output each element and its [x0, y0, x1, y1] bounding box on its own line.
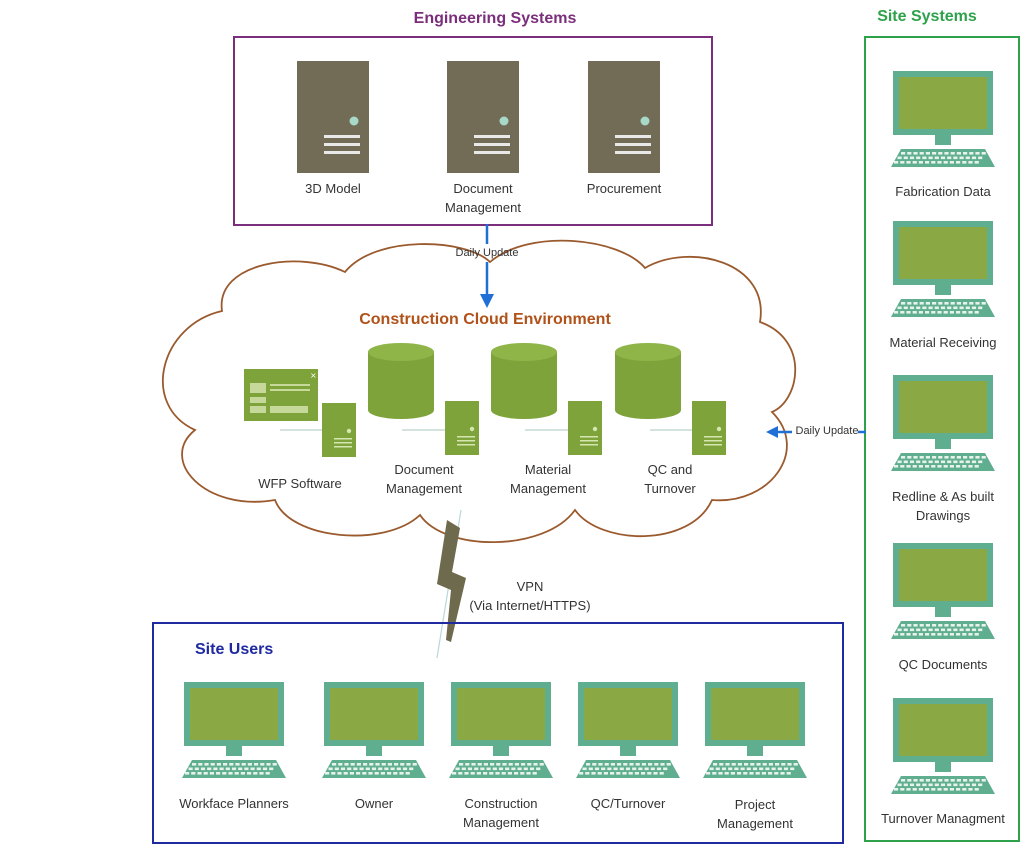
- svg-text:×: ×: [310, 371, 317, 380]
- monitor-icon-site-user: [449, 682, 553, 778]
- site-system-label-line1: Fabrication Data: [895, 184, 991, 199]
- engineering-systems-title: Engineering Systems: [413, 10, 577, 27]
- site-system-label-line1: Material Receiving: [889, 335, 997, 350]
- cloud-item-label-line1: Material: [524, 462, 572, 477]
- site-user-label-line1: QC/Turnover: [590, 796, 666, 811]
- site-user-label-line1: Workface Planners: [179, 796, 289, 811]
- monitor-icon-site-user: [182, 682, 286, 778]
- monitor-icon-site-system: [891, 698, 995, 794]
- database-icon-document: [368, 343, 434, 419]
- monitor-icon-site-system: [891, 71, 995, 167]
- cloud-item-label: Document Management: [364, 460, 484, 498]
- site-user-label: Owner: [309, 794, 439, 813]
- cloud-item-label-line2: Turnover: [644, 481, 696, 496]
- cloud-title: Construction Cloud Environment: [359, 311, 611, 328]
- daily-update-label-right: Daily Update: [795, 425, 859, 437]
- daily-update-label-top: Daily Update: [455, 247, 519, 259]
- site-user-label-line1: Construction: [464, 796, 538, 811]
- database-icon-material: [491, 343, 557, 419]
- site-user-label: Workface Planners: [169, 794, 299, 813]
- small-server-icon: [692, 401, 726, 455]
- cloud-item-label-line1: WFP Software: [258, 476, 342, 491]
- server-icon-procurement: [588, 61, 660, 173]
- site-system-label-line1: Redline & As built: [892, 489, 994, 504]
- engineering-item-label: Document Management: [423, 179, 543, 217]
- engineering-systems-box: [233, 36, 713, 226]
- site-system-label-line1: QC Documents: [898, 657, 988, 672]
- small-server-icon: [445, 401, 479, 455]
- site-users-box: [152, 622, 844, 844]
- small-server-icon: [322, 403, 356, 457]
- cloud-item-label-line1: Document: [394, 462, 454, 477]
- monitor-icon-site-system: [891, 221, 995, 317]
- engineering-item-label-line1: 3D Model: [305, 181, 361, 196]
- site-users-title: Site Users: [195, 641, 274, 658]
- site-user-label-line1: Project: [734, 797, 776, 812]
- server-icon-3d-model: [297, 61, 369, 173]
- site-systems-box: [864, 36, 1020, 842]
- monitor-icon-site-system: [891, 543, 995, 639]
- monitor-icon-site-user: [322, 682, 426, 778]
- site-user-label-line2: Management: [463, 815, 539, 830]
- application-window-icon: ×: [244, 369, 318, 421]
- vpn-label-line1: VPN: [516, 579, 544, 594]
- cloud-item-label: QC and Turnover: [610, 460, 730, 498]
- site-user-label-line1: Owner: [354, 796, 394, 811]
- site-user-label: QC/Turnover: [563, 794, 693, 813]
- site-system-label: Turnover Managment: [868, 809, 1018, 828]
- engineering-item-label: Procurement: [569, 179, 679, 198]
- engineering-item-label: 3D Model: [283, 179, 383, 198]
- database-icon-qc: [615, 343, 681, 419]
- small-server-icon: [568, 401, 602, 455]
- site-system-label: Material Receiving: [868, 333, 1018, 352]
- vpn-label: VPN (Via Internet/HTTPS): [455, 577, 605, 615]
- site-system-label-line2: Drawings: [915, 508, 971, 523]
- site-system-label-line1: Turnover Managment: [881, 811, 1005, 826]
- site-systems-title: Site Systems: [877, 8, 977, 25]
- cloud-item-label-line2: Management: [510, 481, 586, 496]
- monitor-icon-site-user: [703, 682, 807, 778]
- cloud-item-label-line1: QC and: [647, 462, 693, 477]
- cloud-item-label: Material Management: [488, 460, 608, 498]
- vpn-label-line2: (Via Internet/HTTPS): [469, 598, 591, 613]
- engineering-item-label-line1: Document: [453, 181, 513, 196]
- site-system-label: QC Documents: [868, 655, 1018, 674]
- engineering-item-label-line2: Management: [445, 200, 521, 215]
- monitor-icon-site-system: [891, 375, 995, 471]
- site-system-label: Fabrication Data: [868, 182, 1018, 201]
- cloud-item-label-line2: Management: [386, 481, 462, 496]
- cloud-item-label: WFP Software: [240, 474, 360, 493]
- site-user-label-line2: Management: [717, 816, 793, 831]
- monitor-icon-site-user: [576, 682, 680, 778]
- server-icon-document-management: [447, 61, 519, 173]
- engineering-item-label-line1: Procurement: [586, 181, 662, 196]
